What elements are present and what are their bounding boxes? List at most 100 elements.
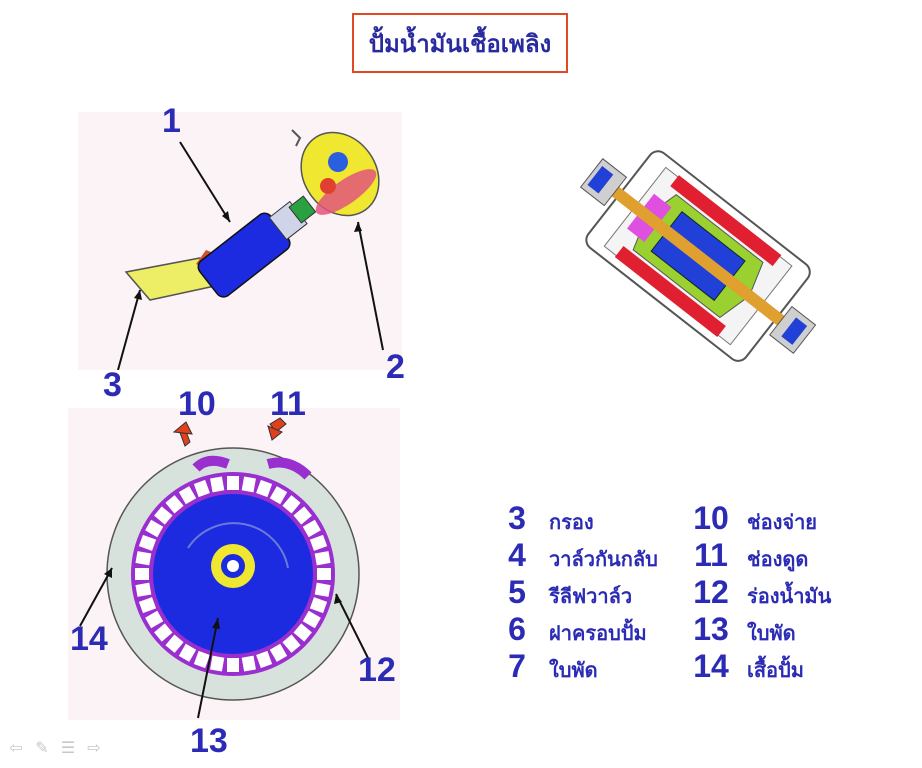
- pump-cutaway-diagram: [579, 150, 817, 362]
- leader-13: [197, 617, 219, 719]
- leader-2: [357, 221, 384, 351]
- vane-slot: [138, 534, 157, 551]
- callout-11: 11: [270, 385, 306, 423]
- arrow-left-icon[interactable]: ⇦: [9, 738, 23, 757]
- legend-label: เสื้อปั้ม: [747, 658, 804, 682]
- legend-label: วาล์วกันกลับ: [549, 547, 658, 571]
- legend-label: ใบพัด: [747, 621, 796, 645]
- vane-slot: [282, 495, 301, 514]
- vane-slot: [210, 655, 225, 672]
- connector: [328, 152, 348, 172]
- vane-slot: [210, 476, 225, 493]
- legend-num: 6: [508, 611, 526, 647]
- vane-slot: [293, 506, 312, 525]
- legend-label: รีลีฟวาล์ว: [549, 584, 633, 608]
- legend-item: 11 ช่องดูด: [683, 537, 808, 575]
- port-inlet: [266, 457, 312, 480]
- vane-slot: [241, 476, 256, 493]
- vane-slot: [145, 519, 164, 538]
- rotation-arrow: [187, 522, 289, 569]
- legend-label: ร่องน้ำมัน: [747, 584, 832, 608]
- legend-label: ฝาครอบปั้ม: [549, 621, 647, 645]
- callout-2: 2: [386, 348, 405, 386]
- title-box: ปั้มน้ำมันเชื้อเพลิง: [352, 13, 568, 73]
- legend-num: 3: [508, 500, 526, 536]
- pump-body: [197, 195, 317, 298]
- vane-slot: [314, 551, 331, 566]
- vane-slot: [135, 551, 152, 566]
- vane-slot: [314, 582, 331, 597]
- vane-slot: [282, 634, 301, 653]
- vane-slot: [309, 534, 328, 551]
- callout-1: 1: [162, 102, 181, 140]
- vane-slot: [227, 658, 239, 672]
- shaft: [594, 173, 802, 339]
- vane-slot: [178, 643, 197, 662]
- vane-slot: [227, 476, 239, 490]
- legend-label: ช่องจ่าย: [747, 510, 818, 534]
- vane-slot: [302, 610, 321, 629]
- callout-10: 10: [178, 385, 216, 423]
- vane-slot: [317, 568, 331, 580]
- bracket: [291, 129, 302, 147]
- leader-3: [117, 289, 141, 370]
- legend-item: 4 วาล์วกันกลับ: [493, 537, 658, 575]
- magnet-top: [670, 175, 782, 267]
- legend-label: ช่องดูด: [747, 547, 809, 571]
- connector-red: [320, 178, 336, 194]
- arrow-right-icon[interactable]: ⇨: [87, 738, 101, 757]
- menu-icon[interactable]: ☰: [60, 738, 76, 757]
- vane-slot: [269, 486, 288, 505]
- legend-item: 3 กรอง: [493, 500, 594, 538]
- vane-slot: [145, 610, 164, 629]
- vane-slot: [241, 655, 256, 672]
- vane-slot: [269, 643, 288, 662]
- flange-seal: [315, 169, 377, 215]
- legend-label: กรอง: [549, 510, 594, 534]
- vane-slot: [154, 506, 173, 525]
- vane-slot: [302, 519, 321, 538]
- vane-slot: [178, 486, 197, 505]
- impeller-diagram: [68, 408, 400, 720]
- vane-slot: [256, 650, 273, 669]
- vane-slot: [154, 623, 173, 642]
- callout-12: 12: [358, 651, 396, 689]
- pen-icon[interactable]: ✎: [35, 738, 49, 757]
- legend-item: 14 เสื้อปั้ม: [683, 648, 804, 686]
- vane-slot: [293, 623, 312, 642]
- legend-item: 13 ใบพัด: [683, 611, 796, 649]
- leader-14: [79, 567, 113, 627]
- legend-num: 14: [693, 648, 729, 684]
- legend-item: 12 ร่องน้ำมัน: [683, 574, 831, 612]
- legend-item: 10 ช่องจ่าย: [683, 500, 817, 538]
- legend-item: 5 รีลีฟวาล์ว: [493, 574, 632, 612]
- legend: 3 กรอง 4 วาล์วกันกลับ 5 รีลีฟวาล์ว 6 ฝาค…: [493, 500, 893, 690]
- callout-14: 14: [70, 620, 108, 658]
- vane-slot: [135, 582, 152, 597]
- legend-num: 4: [508, 537, 526, 573]
- legend-num: 7: [508, 648, 526, 684]
- slide-nav: ⇦ ✎ ☰ ⇨: [8, 738, 102, 757]
- port-outlet: [192, 455, 230, 472]
- vane-slot: [193, 650, 210, 669]
- legend-num: 12: [693, 574, 729, 610]
- legend-item: 6 ฝาครอบปั้ม: [493, 611, 647, 649]
- pump-assembly-diagram: [78, 112, 402, 370]
- vane-slot: [138, 597, 157, 614]
- leader-12: [335, 593, 369, 659]
- vane-slot: [135, 568, 149, 580]
- leader-1: [179, 141, 231, 223]
- vane-slot: [193, 479, 210, 498]
- magnet-bottom: [614, 245, 726, 338]
- legend-num: 5: [508, 574, 526, 610]
- vane-slot: [165, 495, 184, 514]
- legend-item: 7 ใบพัด: [493, 648, 598, 686]
- legend-label: ใบพัด: [549, 658, 598, 682]
- page-title: ปั้มน้ำมันเชื้อเพลิง: [368, 28, 552, 58]
- vane-slot: [309, 597, 328, 614]
- callout-13: 13: [190, 722, 228, 760]
- vane-slot: [256, 479, 273, 498]
- impeller-vanes: [135, 476, 331, 672]
- legend-num: 13: [693, 611, 729, 647]
- legend-num: 11: [694, 537, 728, 573]
